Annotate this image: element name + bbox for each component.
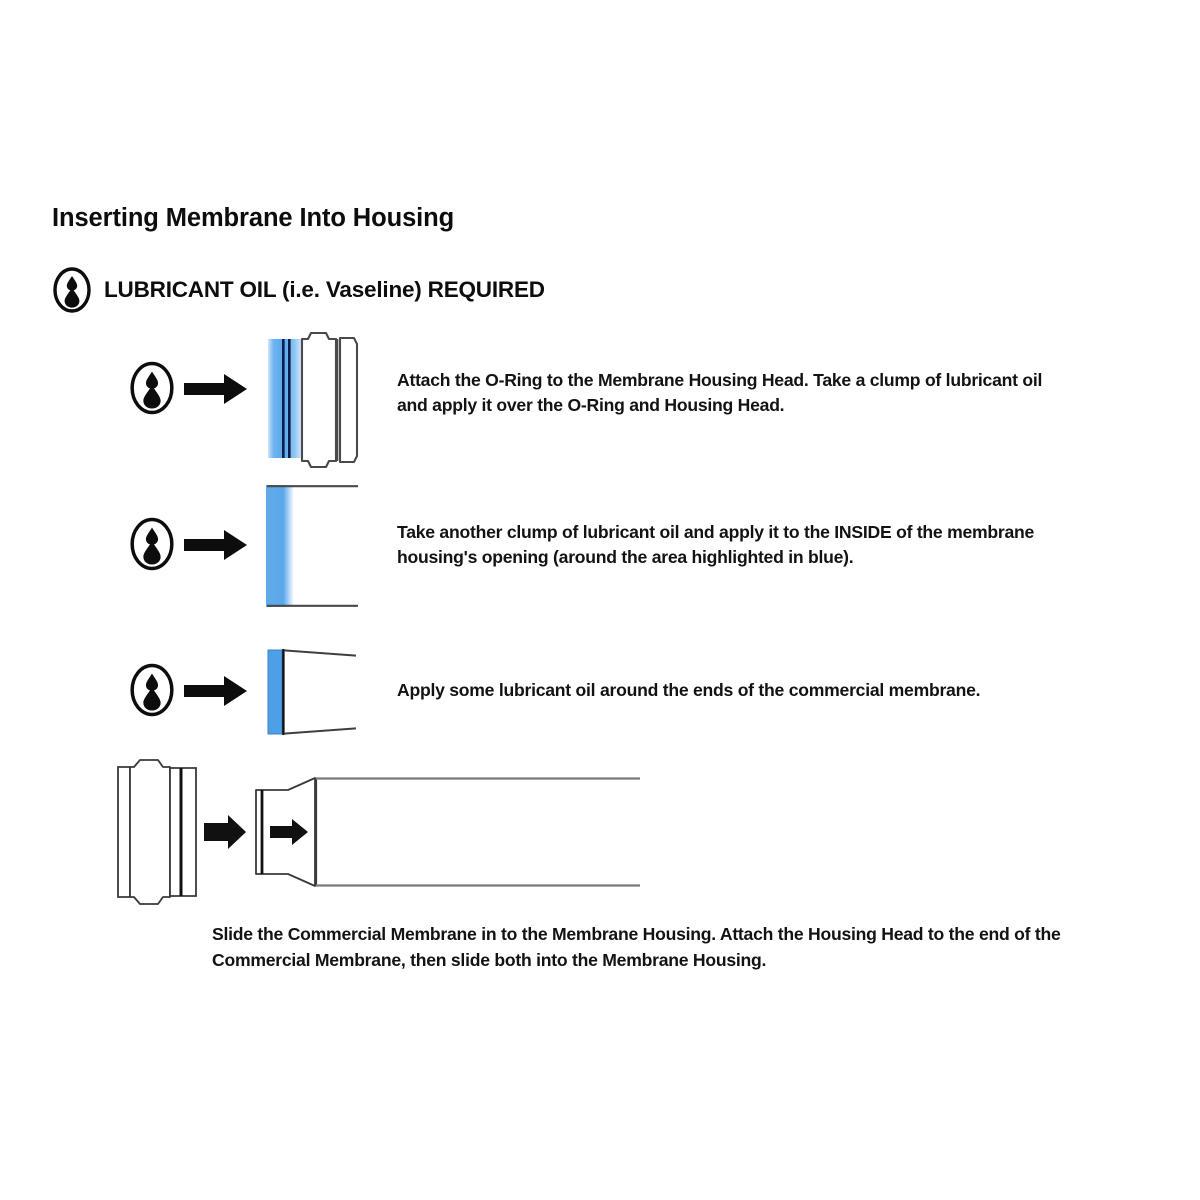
- oil-drop-icon: [52, 266, 92, 314]
- membrane-housing-part: [314, 777, 640, 887]
- commercial-membrane-end-art: [258, 646, 368, 751]
- step-1-instruction: Attach the O-Ring to the Membrane Housin…: [397, 370, 1043, 415]
- housing-head-part: [117, 759, 197, 905]
- housing-head-with-oring-art: [258, 330, 368, 475]
- membrane-housing-opening-art: [258, 480, 378, 625]
- lubricant-requirement-notice: LUBRICANT OIL (i.e. Vaseline) REQUIRED: [52, 266, 545, 314]
- page-title: Inserting Membrane Into Housing: [52, 204, 455, 232]
- assembly-caption: Slide the Commercial Membrane in to the …: [212, 924, 1061, 970]
- step-3-instruction: Apply some lubricant oil around the ends…: [397, 680, 981, 700]
- arrow-right-icon: [184, 372, 248, 411]
- oil-drop-icon: [128, 360, 176, 421]
- oil-drop-icon: [128, 516, 176, 577]
- oil-drop-icon: [128, 662, 176, 723]
- arrow-right-icon: [184, 528, 248, 567]
- lubricant-requirement-label: LUBRICANT OIL (i.e. Vaseline) REQUIRED: [104, 277, 545, 302]
- arrow-right-icon: [184, 674, 248, 713]
- commercial-membrane-part: [255, 777, 316, 887]
- assembly-arrow-1: [204, 815, 246, 849]
- assembly-diagram: [110, 757, 650, 912]
- step-2-instruction: Take another clump of lubricant oil and …: [397, 522, 1035, 567]
